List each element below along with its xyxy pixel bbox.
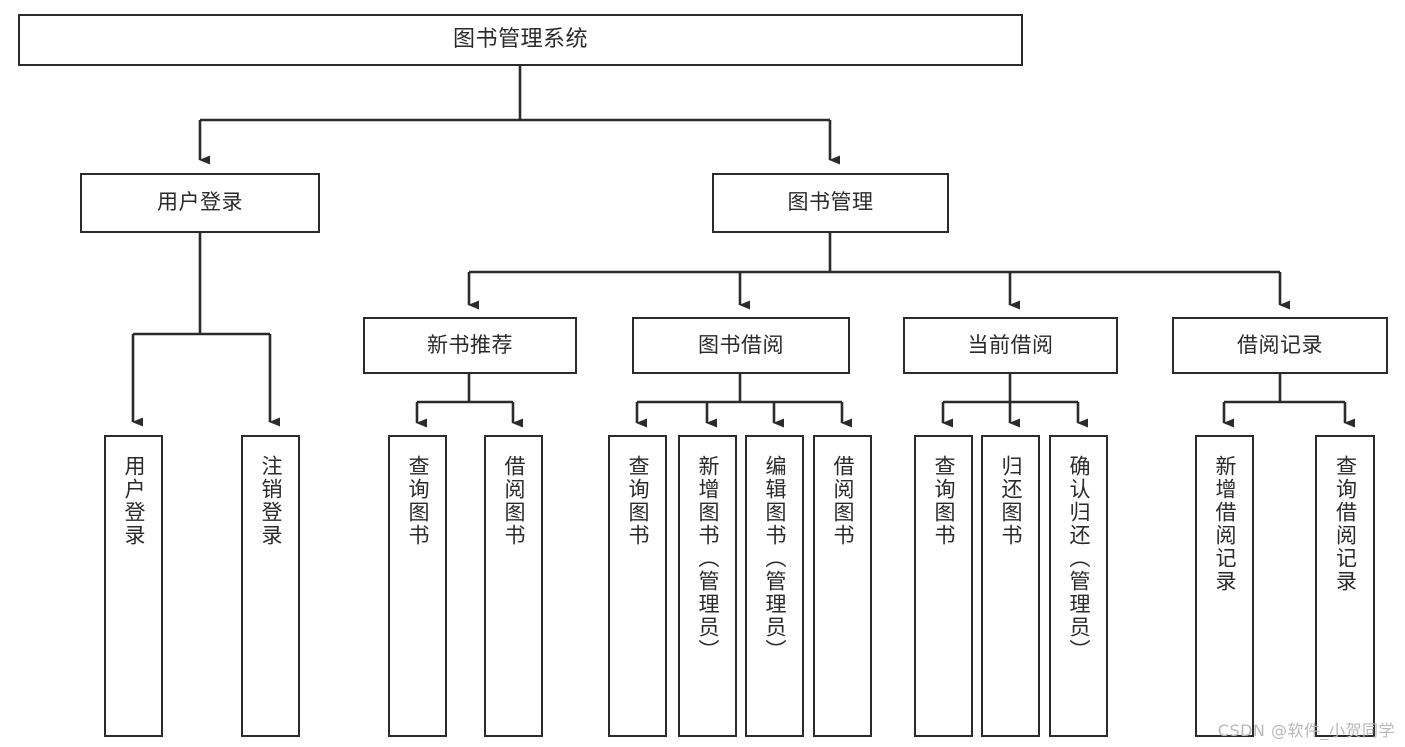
node-leaf-add-borrow-record[interactable]: 新增借阅记录	[1195, 435, 1254, 737]
node-leaf-edit-book-admin-label: 编辑图书（管理员）	[762, 455, 787, 662]
node-root-label: 图书管理系统	[452, 26, 588, 52]
node-leaf-add-book-admin-label: 新增图书（管理员）	[695, 455, 720, 662]
node-borrow-record-label: 借阅记录	[1237, 332, 1323, 357]
node-leaf-query-book-2-label: 查询图书	[625, 455, 650, 547]
node-leaf-query-borrow-record[interactable]: 查询借阅记录	[1315, 435, 1375, 737]
node-borrow-record[interactable]: 借阅记录	[1172, 317, 1388, 374]
node-leaf-query-book-1[interactable]: 查询图书	[388, 435, 447, 737]
node-book-borrow-label: 图书借阅	[698, 332, 784, 357]
node-leaf-borrow-book-1[interactable]: 借阅图书	[484, 435, 543, 737]
node-leaf-query-borrow-record-label: 查询借阅记录	[1333, 455, 1358, 593]
watermark-text: CSDN @软件_小贺同学	[1217, 721, 1395, 740]
node-current-borrow[interactable]: 当前借阅	[903, 317, 1118, 374]
node-user-login-label: 用户登录	[157, 190, 243, 215]
node-leaf-query-book-1-label: 查询图书	[405, 455, 430, 547]
node-current-borrow-label: 当前借阅	[967, 332, 1054, 357]
node-leaf-query-book-3[interactable]: 查询图书	[914, 435, 973, 737]
node-leaf-add-borrow-record-label: 新增借阅记录	[1212, 455, 1237, 593]
node-user-login[interactable]: 用户登录	[80, 173, 320, 233]
node-leaf-logout-login[interactable]: 注销登录	[241, 435, 300, 737]
node-root[interactable]: 图书管理系统	[18, 14, 1023, 66]
node-new-book-recommend-label: 新书推荐	[427, 332, 513, 357]
node-book-manage-label: 图书管理	[787, 190, 874, 215]
node-leaf-user-login-label: 用户登录	[121, 455, 146, 547]
node-book-borrow[interactable]: 图书借阅	[632, 317, 850, 374]
node-leaf-query-book-2[interactable]: 查询图书	[608, 435, 667, 737]
node-leaf-borrow-book-2[interactable]: 借阅图书	[813, 435, 872, 737]
node-leaf-user-login[interactable]: 用户登录	[104, 435, 163, 737]
node-leaf-return-book-label: 归还图书	[998, 455, 1023, 547]
node-leaf-logout-login-label: 注销登录	[258, 455, 283, 547]
node-leaf-return-book[interactable]: 归还图书	[981, 435, 1040, 737]
node-leaf-edit-book-admin[interactable]: 编辑图书（管理员）	[745, 435, 804, 737]
node-leaf-borrow-book-2-label: 借阅图书	[830, 455, 855, 547]
node-leaf-borrow-book-1-label: 借阅图书	[501, 455, 526, 547]
node-leaf-add-book-admin[interactable]: 新增图书（管理员）	[678, 435, 737, 737]
node-leaf-confirm-return-admin-label: 确认归还（管理员）	[1066, 455, 1091, 662]
node-new-book-recommend[interactable]: 新书推荐	[363, 317, 577, 374]
node-book-manage[interactable]: 图书管理	[712, 173, 949, 233]
node-leaf-confirm-return-admin[interactable]: 确认归还（管理员）	[1049, 435, 1108, 737]
node-leaf-query-book-3-label: 查询图书	[931, 455, 956, 547]
